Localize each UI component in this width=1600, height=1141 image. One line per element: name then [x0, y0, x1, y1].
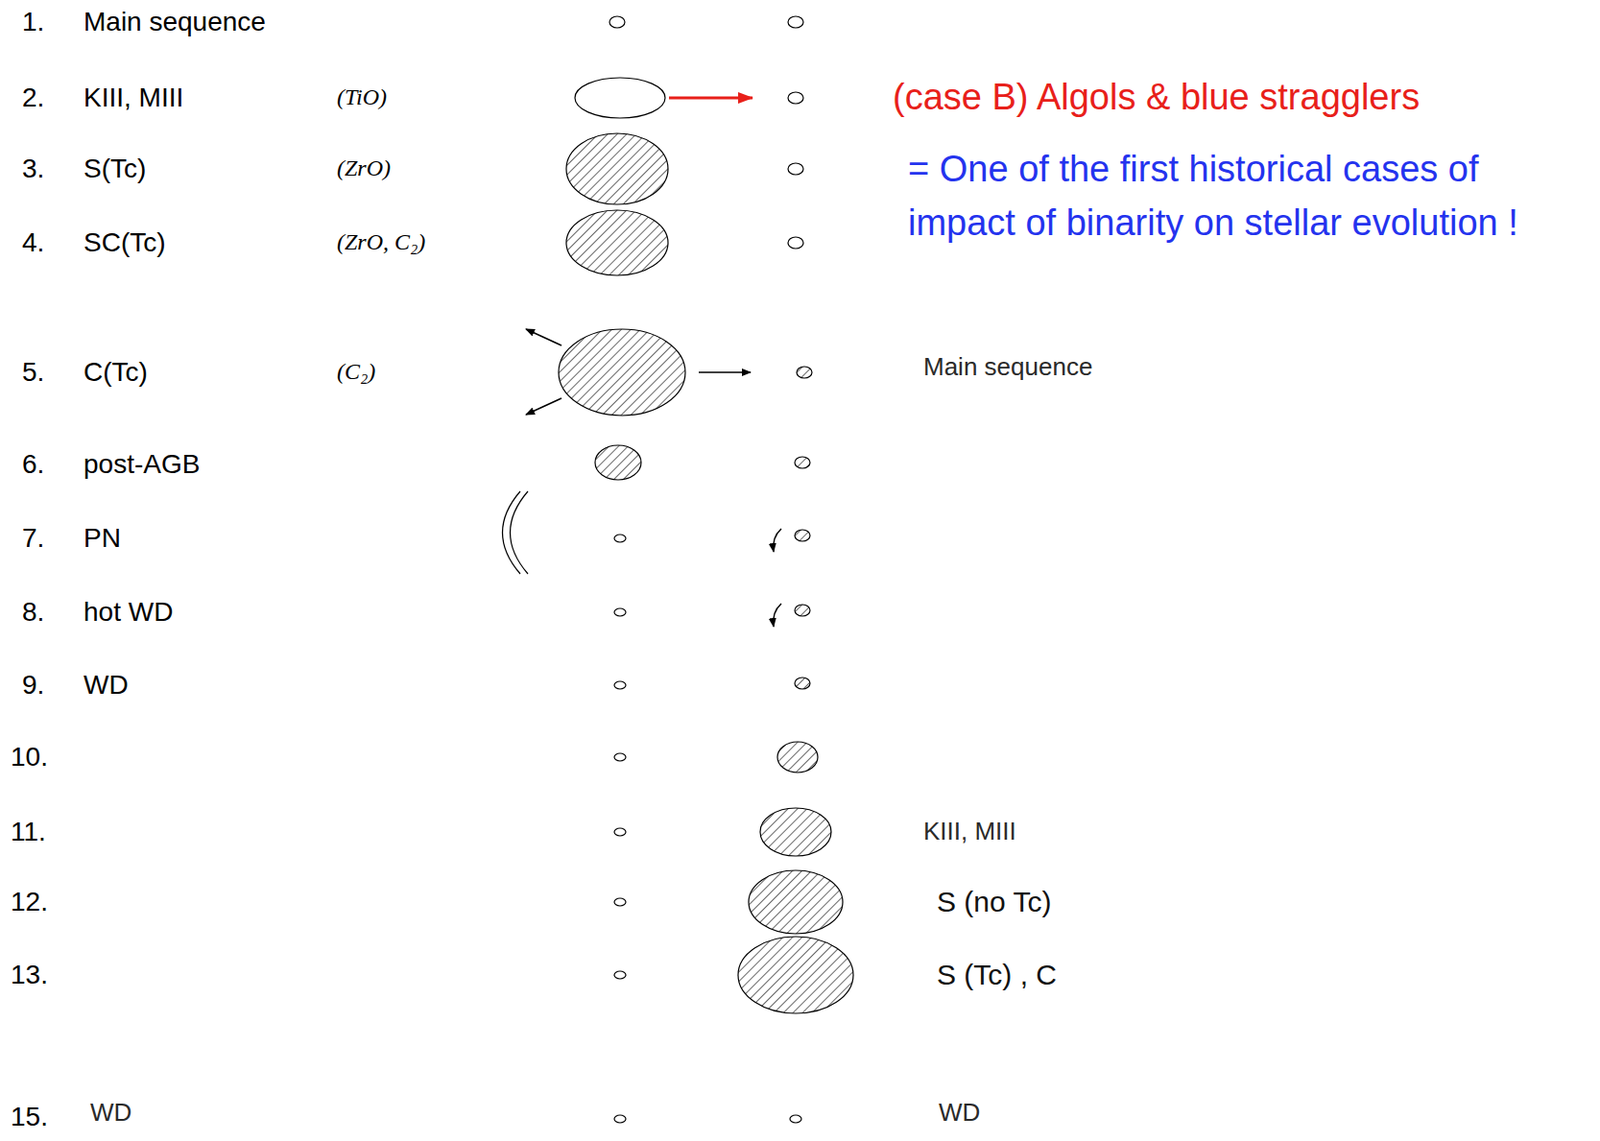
companion-stage-label: S (Tc) , C	[936, 958, 1057, 993]
nebula-shell	[502, 491, 522, 574]
white-dwarf	[614, 971, 626, 980]
row-number: 7.	[22, 523, 45, 554]
companion-stage-label: KIII, MIII	[923, 817, 1017, 847]
giant-star	[566, 210, 669, 276]
star	[788, 92, 804, 104]
white-dwarf	[614, 681, 626, 690]
row-number: 10.	[10, 741, 48, 773]
stage-label: C(Tc)	[83, 357, 148, 388]
row-number: 13.	[10, 959, 48, 991]
stage-label: SC(Tc)	[83, 227, 167, 259]
row-number: 2.	[22, 82, 45, 114]
molecule-label: (ZrO)	[336, 155, 391, 183]
wind-arrow	[525, 398, 562, 415]
agb-star	[738, 936, 854, 1014]
star	[788, 237, 804, 249]
star	[788, 163, 804, 175]
companion-stage-label: WD	[938, 1098, 980, 1128]
accretion-arrow	[773, 528, 782, 552]
note-heading: (case B) Algols & blue stragglers	[892, 76, 1420, 120]
stage-label: WD	[83, 669, 129, 701]
stage-label: PN	[83, 523, 121, 554]
row-number: 1.	[22, 6, 45, 38]
stage-label: KIII, MIII	[83, 82, 184, 114]
row-number: 8.	[22, 597, 45, 628]
giant-star	[574, 77, 666, 119]
companion-stage-label: S (no Tc)	[936, 885, 1052, 920]
star	[609, 16, 625, 28]
note-text: = One of the first historical cases of i…	[907, 142, 1585, 250]
white-dwarf	[614, 534, 626, 543]
white-dwarf	[614, 1115, 626, 1123]
mass-transfer-arrow	[668, 96, 753, 100]
star	[796, 366, 812, 379]
stage-label: WD	[90, 1098, 132, 1128]
white-dwarf	[614, 608, 626, 617]
wind-arrow	[525, 329, 562, 346]
post-agb-star	[595, 445, 642, 480]
molecule-label: (C₂)	[336, 358, 376, 386]
white-dwarf	[614, 753, 626, 762]
row-number: 6.	[22, 449, 45, 480]
giant-star	[566, 133, 669, 205]
star	[794, 677, 811, 690]
star	[794, 456, 811, 469]
companion-stage-label: Main sequence	[923, 353, 1093, 383]
row-number: 4.	[22, 227, 45, 259]
row-number: 12.	[10, 886, 48, 918]
white-dwarf	[614, 898, 626, 907]
molecule-label: (TiO)	[336, 84, 387, 112]
white-dwarf	[789, 1115, 802, 1123]
row-number: 5.	[22, 357, 45, 388]
star	[794, 529, 811, 542]
giant-star	[760, 808, 832, 857]
giant-star	[777, 741, 818, 773]
row-number: 9.	[22, 669, 45, 701]
stage-label: S(Tc)	[83, 153, 146, 185]
star	[794, 604, 811, 617]
mass-transfer-arrow	[698, 371, 751, 374]
stage-label: hot WD	[83, 597, 173, 628]
star	[788, 16, 804, 28]
accretion-arrow	[773, 603, 782, 627]
row-number: 11.	[10, 816, 47, 848]
agb-star	[558, 329, 686, 416]
stage-label: Main sequence	[83, 6, 266, 38]
stage-label: post-AGB	[83, 449, 200, 480]
nebula-shell	[510, 491, 529, 574]
row-number: 15.	[10, 1101, 48, 1133]
giant-star	[748, 870, 843, 934]
row-number: 3.	[22, 153, 45, 185]
white-dwarf	[614, 828, 626, 836]
molecule-label: (ZrO, C₂)	[336, 229, 426, 257]
